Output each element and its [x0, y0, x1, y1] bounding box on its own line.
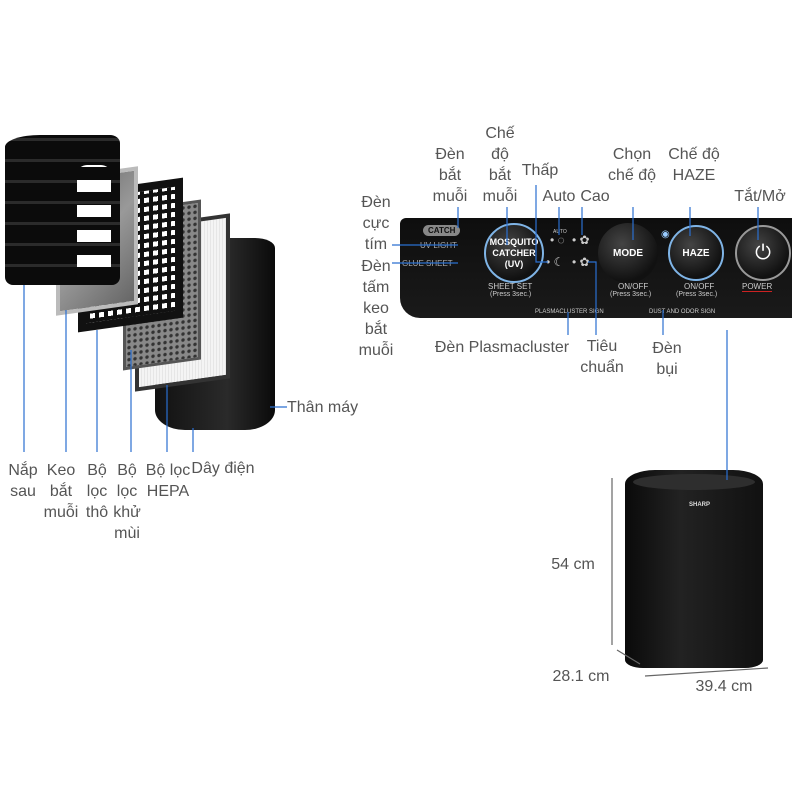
- glue-sheet-indicator: GLUE SHEET: [402, 259, 453, 268]
- label-haze-mode: Chế độ HAZE: [668, 146, 720, 184]
- label-hepa-filter: Bộ lọc HEPA: [145, 462, 191, 500]
- dimension-width: 39.4 cm: [695, 678, 753, 695]
- label-deodorizing-filter: Bộ lọc khử mùi: [113, 462, 141, 542]
- haze-indicator-icon: ◉: [661, 229, 670, 240]
- mode-onoff-label: ON/OFF: [618, 282, 649, 291]
- power-label: POWER: [742, 282, 773, 292]
- label-uv-light: Đèn cực tím: [361, 194, 391, 253]
- fan-auto-icon: • ◌: [550, 233, 565, 247]
- label-pre-filter: Bộ lọc thô: [85, 462, 109, 521]
- label-body: Thân máy: [287, 399, 359, 416]
- sheet-set-label: SHEET SET: [488, 282, 533, 291]
- label-plasmacluster-light: Đèn Plasmacluster: [434, 339, 570, 356]
- label-mosquito-mode: Chế độ bắt muỗi: [482, 125, 518, 205]
- fan-high-icon: • ✿: [572, 233, 590, 247]
- label-glue-sheet-light: Đèn tấm keo bắt muỗi: [358, 258, 394, 359]
- label-mosquito-glue: Keo bắt muỗi: [43, 462, 79, 521]
- label-standard: Tiêu chuẩn: [580, 338, 624, 376]
- mode-button[interactable]: MODE: [598, 223, 658, 283]
- label-mode-select: Chọn chế độ: [607, 146, 657, 184]
- label-auto: Auto: [542, 188, 576, 205]
- label-catch-light: Đèn bắt muỗi: [432, 146, 468, 205]
- haze-press-label: (Press 3sec.): [676, 291, 718, 298]
- mode-press-label: (Press 3sec.): [610, 291, 652, 298]
- label-back-cover: Nắp sau: [8, 462, 38, 500]
- power-icon: ⏻: [755, 241, 771, 264]
- sheet-set-press-label: (Press 3sec.): [490, 291, 532, 298]
- back-cover-image: [5, 135, 120, 285]
- air-purifier-image: SHARP: [625, 470, 763, 668]
- power-button[interactable]: ⏻: [735, 225, 791, 281]
- label-low: Thấp: [521, 162, 559, 179]
- label-high: Cao: [580, 188, 610, 205]
- label-power: Tắt/Mở: [734, 188, 786, 205]
- label-power-cord: Dây điện: [191, 460, 255, 477]
- dust-odor-sign: DUST AND ODOR SIGN: [649, 309, 716, 315]
- auto-indicator-label: AUTO: [553, 229, 567, 235]
- haze-button[interactable]: HAZE: [668, 225, 724, 281]
- fan-standard-icon: • ✿: [572, 255, 590, 269]
- plasmacluster-sign: PLASMACLUSTER SIGN: [535, 309, 604, 315]
- haze-onoff-label: ON/OFF: [684, 282, 715, 291]
- catch-indicator: CATCH: [423, 225, 461, 236]
- label-dust-light: Đèn bụi: [652, 340, 682, 378]
- fan-low-icon: • ☾: [546, 255, 565, 269]
- brand-logo: SHARP: [689, 502, 711, 508]
- uv-light-indicator: UV LIGHT: [420, 241, 457, 250]
- mosquito-catcher-button[interactable]: MOSQUITO CATCHER (UV): [484, 223, 544, 283]
- dimension-depth: 28.1 cm: [552, 668, 610, 685]
- dimension-height: 54 cm: [551, 556, 595, 573]
